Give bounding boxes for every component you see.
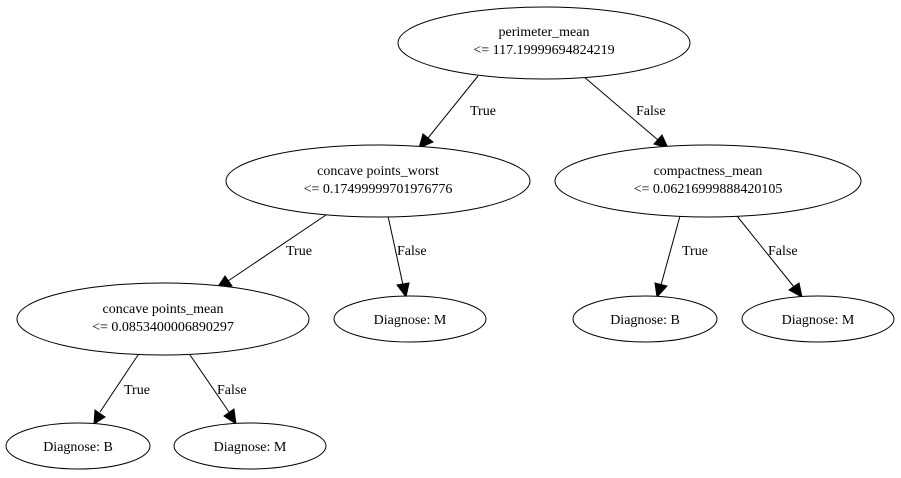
node-condition: <= 0.0853400006890297 [92, 320, 234, 335]
node-right: compactness_mean <= 0.06216999888420105 [554, 144, 862, 218]
leaf-right-left: Diagnose: B [572, 295, 718, 343]
node-condition: <= 117.19999694824219 [473, 43, 614, 58]
node-left: concave points_worst <= 0.17499999701976… [225, 144, 531, 218]
leaf-right-right: Diagnose: M [741, 295, 895, 343]
node-condition: <= 0.06216999888420105 [634, 182, 783, 197]
leaf-left-left-left: Diagnose: B [5, 422, 151, 470]
edge-root-right: False [582, 75, 669, 149]
edge-label-false: False [768, 244, 798, 259]
edge-label-false: False [636, 104, 666, 119]
leaf-left-left-right: Diagnose: M [173, 422, 327, 470]
leaf-label: Diagnose: M [214, 440, 287, 455]
node-feature: concave points_mean [103, 302, 224, 317]
edge-leftleft-leaf-b: True [93, 351, 150, 425]
leaf-left-right: Diagnose: M [333, 295, 487, 343]
edge-right-rightright: False [736, 215, 803, 298]
node-feature: perimeter_mean [499, 25, 590, 40]
edge-label-true: True [682, 244, 708, 259]
edge-label-false: False [397, 244, 427, 259]
node-condition: <= 0.17499999701976776 [304, 182, 453, 197]
node-left-left: concave points_mean <= 0.085340000689029… [16, 282, 310, 356]
node-feature: concave points_worst [317, 164, 439, 179]
edge-left-leftright: False [387, 215, 427, 299]
edge-label-true: True [286, 244, 312, 259]
leaf-label: Diagnose: M [374, 313, 447, 328]
leaf-label: Diagnose: B [43, 440, 113, 455]
edge-label-false: False [217, 383, 247, 398]
leaf-label: Diagnose: M [782, 313, 855, 328]
edge-leftleft-leaf-m: False [187, 351, 247, 426]
edge-right-rightleft: True [654, 215, 708, 299]
edge-root-left: True [418, 75, 496, 149]
edge-left-leftleft: True [215, 214, 327, 289]
leaf-label: Diagnose: B [610, 313, 680, 328]
node-root: perimeter_mean <= 117.19999694824219 [397, 6, 691, 80]
edge-label-true: True [470, 104, 496, 119]
edge-label-true: True [124, 383, 150, 398]
node-feature: compactness_mean [654, 164, 763, 179]
